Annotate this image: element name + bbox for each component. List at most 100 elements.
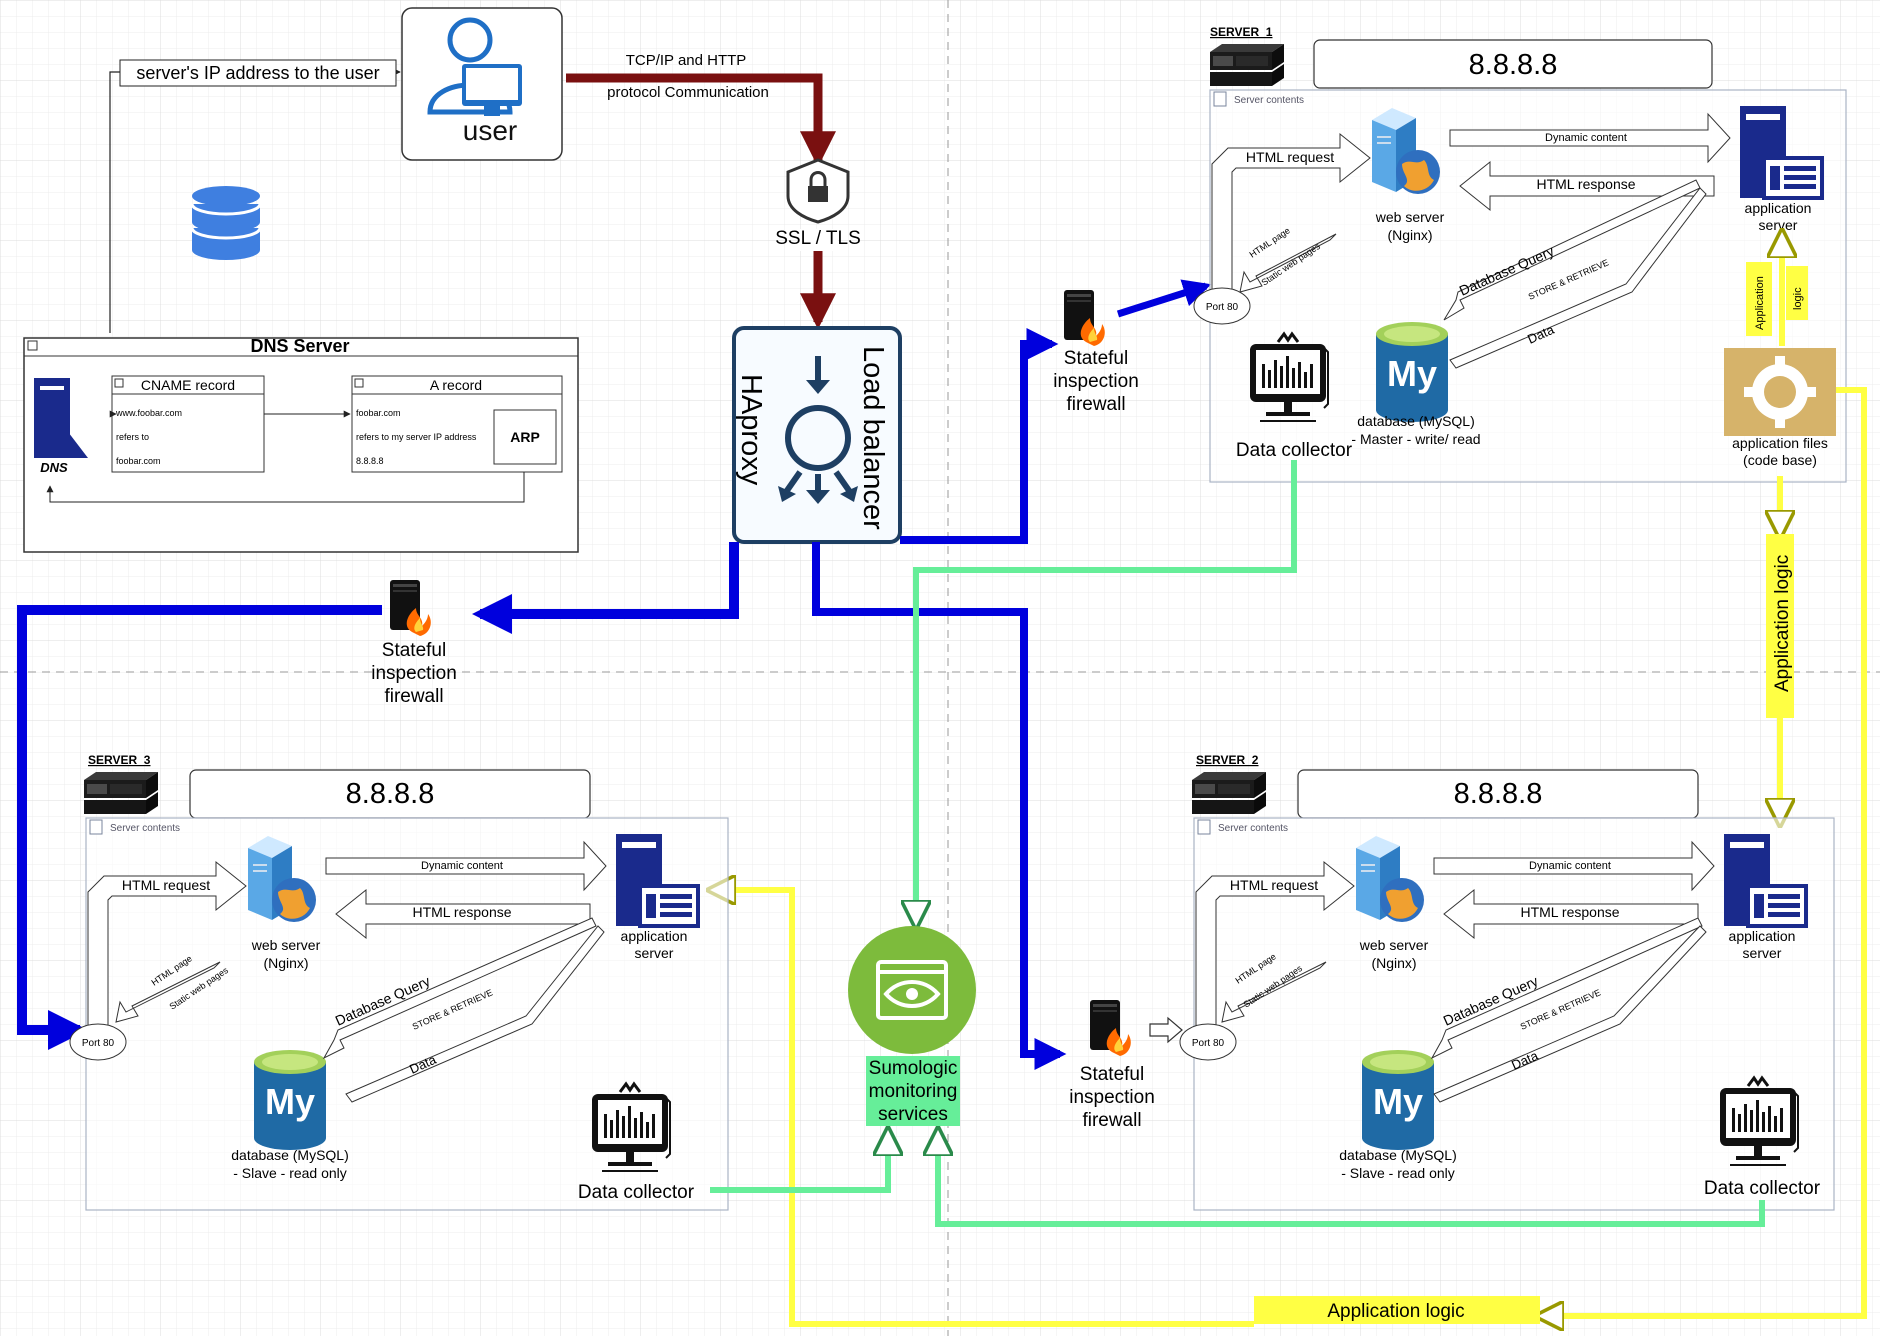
svg-text:database (MySQL): database (MySQL)	[231, 1147, 349, 1163]
tcp-http-arrow	[566, 73, 836, 168]
server-3-panel[interactable]: SERVER_3 8.8.8.8 Server contents web ser…	[69, 753, 729, 1211]
firewall-bottom[interactable]: Stateful inspection firewall	[1069, 1000, 1155, 1131]
svg-text:(Nginx): (Nginx)	[1387, 227, 1432, 243]
load-balancer-icon	[778, 356, 858, 504]
app-logic-bottom: Application logic	[1327, 1301, 1464, 1322]
svg-text:Port 80: Port 80	[1192, 1038, 1225, 1049]
edge-label-tcp-line1: TCP/IP and HTTP	[626, 52, 747, 69]
port-80-node: Port 80	[1179, 1023, 1237, 1061]
svg-text:server: server	[635, 945, 674, 961]
svg-text:inspection: inspection	[371, 663, 457, 684]
port-80-node: Port 80	[69, 1023, 127, 1061]
svg-text:- Slave - read only: - Slave - read only	[233, 1165, 347, 1181]
server-2-panel[interactable]: SERVER_2 8.8.8.8 Server contents web ser…	[1179, 753, 1835, 1211]
svg-text:HTML request: HTML request	[1230, 877, 1318, 893]
svg-text:(Nginx): (Nginx)	[1371, 955, 1416, 971]
app-files-node[interactable]: application files (code base)	[1724, 348, 1836, 468]
svg-text:Port 80: Port 80	[1206, 302, 1239, 313]
svg-text:HTML request: HTML request	[122, 877, 210, 893]
firewall-left[interactable]: Stateful inspection firewall	[371, 580, 457, 707]
svg-text:HTML request: HTML request	[1246, 149, 1334, 165]
cname-record-table: CNAME record www.foobar.com refers to fo…	[111, 375, 265, 473]
load-balancer-node[interactable]: Load balancer HAproxy	[732, 326, 902, 544]
dns-title: DNS Server	[250, 336, 349, 356]
server-1-name: SERVER_1	[1210, 25, 1273, 39]
svg-text:HTML response: HTML response	[1536, 176, 1635, 192]
server-3-ip: 8.8.8.8	[346, 778, 435, 810]
svg-text:application: application	[621, 928, 688, 944]
svg-text:firewall: firewall	[1066, 394, 1125, 415]
server-2-name: SERVER_2	[1196, 753, 1259, 767]
svg-text:Stateful: Stateful	[382, 640, 446, 661]
server-3-name: SERVER_3	[88, 753, 151, 767]
firewall-top[interactable]: Stateful inspection firewall	[1053, 290, 1139, 415]
svg-text:(Nginx): (Nginx)	[263, 955, 308, 971]
svg-text:firewall: firewall	[1082, 1110, 1141, 1131]
svg-text:Port 80: Port 80	[82, 1038, 115, 1049]
svg-text:- Master - write/ read: - Master - write/ read	[1351, 431, 1480, 447]
svg-text:Stateful: Stateful	[1080, 1064, 1144, 1085]
svg-text:server: server	[1759, 217, 1798, 233]
svg-text:logic: logic	[1792, 287, 1804, 310]
svg-text:foobar.com: foobar.com	[116, 456, 161, 466]
svg-text:Dynamic content: Dynamic content	[1545, 132, 1627, 144]
svg-text:services: services	[878, 1104, 948, 1125]
svg-text:Data collector: Data collector	[578, 1182, 695, 1203]
svg-text:Server contents: Server contents	[1218, 823, 1288, 834]
svg-text:application files: application files	[1732, 435, 1828, 451]
svg-text:web server: web server	[251, 937, 321, 953]
svg-text:CNAME record: CNAME record	[141, 377, 235, 393]
svg-text:Data collector: Data collector	[1236, 440, 1353, 461]
svg-text:www.foobar.com: www.foobar.com	[115, 408, 182, 418]
edge-label-tcp-line2: protocol Communication	[607, 84, 769, 101]
mysql-database-icon	[1362, 1050, 1434, 1150]
dns-server-panel[interactable]: DNS Server DNS CNAME record www.foobar.c…	[23, 336, 579, 553]
sumologic-monitoring-node[interactable]: Sumologic monitoring services	[848, 926, 976, 1126]
ssl-tls-node[interactable]: SSL / TLS	[775, 158, 861, 251]
svg-text:8.8.8.8: 8.8.8.8	[356, 456, 384, 466]
svg-text:HTML response: HTML response	[412, 904, 511, 920]
svg-text:HTML response: HTML response	[1520, 904, 1619, 920]
gear-icon	[1744, 356, 1816, 428]
svg-text:Application: Application	[1754, 276, 1766, 330]
user-node[interactable]: user	[401, 7, 563, 161]
dns-icon-label: DNS	[40, 460, 68, 475]
svg-text:server: server	[1743, 945, 1782, 961]
edge-label-ip-to-user: server's IP address to the user	[136, 63, 379, 83]
ssl-label: SSL / TLS	[775, 228, 861, 249]
lb-line2: HAproxy	[735, 374, 767, 486]
user-label: user	[463, 115, 517, 146]
mysql-database-icon	[1376, 322, 1448, 422]
port-80-node: Port 80	[1193, 287, 1251, 325]
server-rack-icon	[1192, 772, 1266, 814]
server-2-ip: 8.8.8.8	[1454, 778, 1543, 810]
svg-text:Dynamic content: Dynamic content	[421, 860, 503, 872]
svg-text:Dynamic content: Dynamic content	[1529, 860, 1611, 872]
svg-text:application: application	[1729, 928, 1796, 944]
svg-text:- Slave - read only: - Slave - read only	[1341, 1165, 1455, 1181]
svg-text:Sumologic: Sumologic	[869, 1058, 958, 1079]
svg-text:foobar.com: foobar.com	[356, 408, 401, 418]
svg-text:web server: web server	[1359, 937, 1429, 953]
lb-line1: Load balancer	[857, 346, 889, 530]
server-rack-icon	[1210, 44, 1284, 86]
server-1-ip: 8.8.8.8	[1469, 49, 1558, 81]
server-rack-icon	[84, 772, 158, 814]
svg-text:monitoring: monitoring	[869, 1081, 958, 1102]
user-icon	[427, 17, 522, 116]
svg-text:web server: web server	[1375, 209, 1445, 225]
svg-text:Server contents: Server contents	[1234, 95, 1304, 106]
server-1-panel[interactable]: SERVER_1 8.8.8.8 Server contents web ser…	[1193, 25, 1847, 483]
arp-box: ARP	[493, 409, 557, 465]
svg-text:(code base): (code base)	[1743, 452, 1817, 468]
svg-text:Server contents: Server contents	[110, 823, 180, 834]
svg-text:inspection: inspection	[1069, 1087, 1155, 1108]
svg-text:application: application	[1745, 200, 1812, 216]
svg-text:database (MySQL): database (MySQL)	[1339, 1147, 1457, 1163]
svg-text:refers to my server IP address: refers to my server IP address	[356, 432, 477, 442]
dns-server-icon	[34, 378, 88, 458]
mysql-database-icon	[254, 1050, 326, 1150]
svg-text:Data collector: Data collector	[1704, 1178, 1821, 1199]
svg-text:database (MySQL): database (MySQL)	[1357, 413, 1475, 429]
